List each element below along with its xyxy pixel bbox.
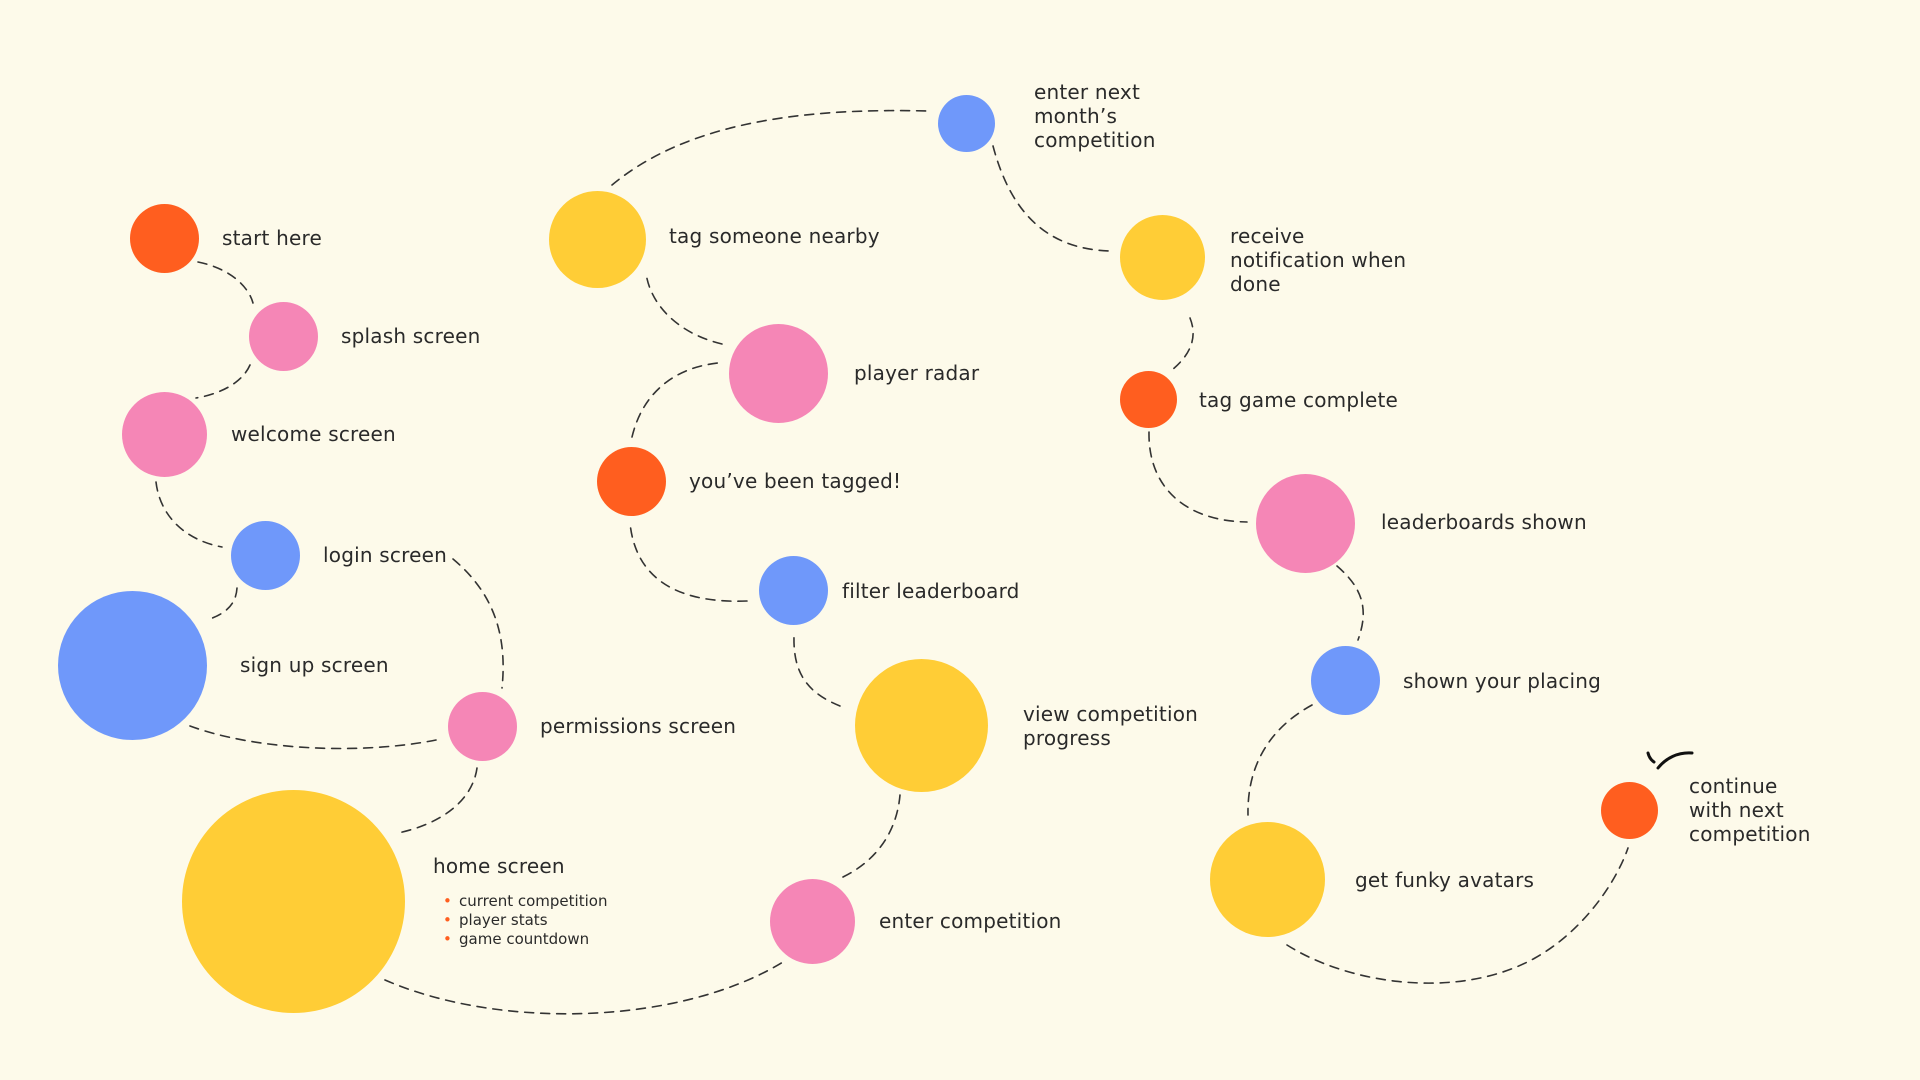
continue-with-next-competition-node[interactable]	[1601, 782, 1658, 839]
connector-login-signup	[206, 587, 238, 621]
view-competition-progress-node[interactable]	[855, 659, 988, 792]
shown-your-placing-label: shown your placing	[1403, 669, 1602, 693]
connector-avatars-continue	[1286, 847, 1629, 984]
home-screen-bullet: current competition	[443, 892, 607, 911]
login-screen-node[interactable]	[231, 521, 300, 590]
connector-login-permissions	[452, 558, 504, 689]
connector-viewprogress-filter	[793, 635, 841, 707]
receive-notification-node[interactable]	[1120, 215, 1205, 300]
home-screen-bullet: game countdown	[443, 930, 607, 949]
tag-game-complete-node[interactable]	[1120, 371, 1177, 428]
view-competition-progress-label: view competition progress	[1023, 702, 1199, 750]
shown-your-placing-node[interactable]	[1311, 646, 1380, 715]
permissions-screen-label: permissions screen	[540, 714, 737, 738]
connector-enternext-notification	[992, 145, 1113, 252]
welcome-screen-node[interactable]	[122, 392, 207, 477]
login-screen-label: login screen	[323, 543, 447, 567]
get-funky-avatars-node[interactable]	[1210, 822, 1325, 937]
permissions-screen-node[interactable]	[448, 692, 517, 761]
sign-up-screen-node[interactable]	[58, 591, 207, 740]
enter-next-months-competition-label: enter next month’s competition	[1034, 80, 1156, 152]
leaderboards-shown-node[interactable]	[1256, 474, 1355, 573]
connector-entercomp-viewprogress	[842, 794, 901, 878]
leaderboards-shown-label: leaderboards shown	[1381, 510, 1587, 534]
connector-filter-tagged	[629, 522, 748, 602]
player-radar-node[interactable]	[729, 324, 828, 423]
connector-notification-tagcomplete	[1171, 317, 1194, 371]
connector-welcome-login	[155, 481, 223, 548]
tag-someone-nearby-node[interactable]	[549, 191, 646, 288]
home-screen-label: home screen	[433, 854, 565, 878]
home-screen-node[interactable]	[182, 790, 405, 1013]
enter-competition-label: enter competition	[879, 909, 1062, 933]
enter-competition-node[interactable]	[770, 879, 855, 964]
youve-been-tagged-node[interactable]	[597, 447, 666, 516]
connector-placing-avatars	[1247, 704, 1313, 816]
home-screen-bullet: player stats	[443, 911, 607, 930]
receive-notification-label: receive notification when done	[1230, 224, 1407, 296]
start-here-node[interactable]	[130, 204, 199, 273]
tag-game-complete-label: tag game complete	[1199, 388, 1399, 412]
sign-up-screen-label: sign up screen	[240, 653, 389, 677]
get-funky-avatars-label: get funky avatars	[1355, 868, 1535, 892]
connector-permissions-home	[397, 767, 478, 834]
welcome-screen-label: welcome screen	[231, 422, 396, 446]
tag-someone-nearby-label: tag someone nearby	[669, 224, 880, 248]
splash-screen-label: splash screen	[341, 324, 481, 348]
connector-home-entercomp	[384, 961, 784, 1015]
spark-icon	[1646, 751, 1694, 770]
filter-leaderboard-label: filter leaderboard	[842, 579, 1020, 603]
connector-tagcomplete-leaderboards	[1148, 431, 1248, 523]
connector-splash-welcome	[195, 364, 251, 399]
connector-radar-tagsomeone	[645, 272, 723, 345]
start-here-label: start here	[222, 226, 323, 250]
connector-leaderboards-placing	[1336, 565, 1364, 641]
continue-with-next-competition-label: continue with next competition	[1689, 774, 1811, 846]
connector-signup-permissions	[189, 725, 437, 750]
connector-tagsomeone-enternext	[611, 109, 929, 186]
connector-start-splash	[197, 261, 254, 304]
connector-tagged-radar	[631, 362, 719, 438]
splash-screen-node[interactable]	[249, 302, 318, 371]
home-screen-bullet-list: current competition player stats game co…	[443, 892, 607, 949]
filter-leaderboard-node[interactable]	[759, 556, 828, 625]
player-radar-label: player radar	[854, 361, 980, 385]
enter-next-months-competition-node[interactable]	[938, 95, 995, 152]
youve-been-tagged-label: you’ve been tagged!	[689, 469, 902, 493]
